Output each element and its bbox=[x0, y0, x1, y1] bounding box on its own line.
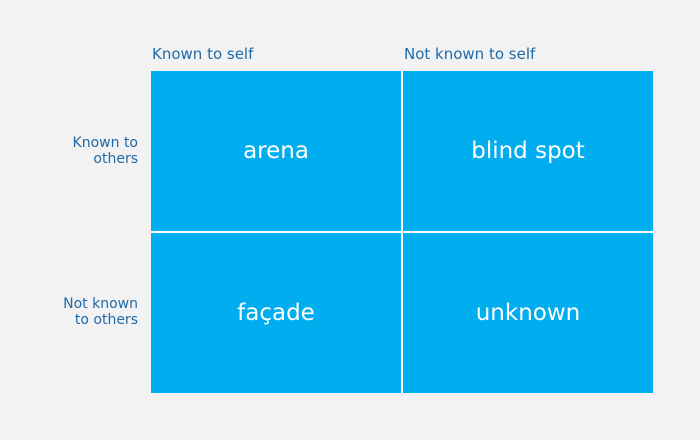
quadrant-label: unknown bbox=[475, 300, 581, 326]
quadrant-label: façade bbox=[237, 300, 315, 326]
quadrant-label: blind spot bbox=[471, 138, 585, 164]
quadrant-blind-spot: blind spot bbox=[403, 71, 653, 231]
row-header-line: to others bbox=[74, 312, 138, 328]
row-header-line: Not known bbox=[63, 296, 138, 312]
johari-window-grid: arena blind spot façade unknown bbox=[151, 71, 653, 393]
quadrant-arena: arena bbox=[151, 71, 401, 231]
row-header-known-to-others: Known to others bbox=[18, 135, 138, 167]
row-header-not-known-to-others: Not known to others bbox=[18, 296, 138, 328]
quadrant-unknown: unknown bbox=[403, 233, 653, 393]
row-header-line: Known to bbox=[72, 135, 138, 151]
column-header-not-known-to-self: Not known to self bbox=[404, 45, 536, 63]
row-header-line: others bbox=[93, 151, 138, 167]
quadrant-facade: façade bbox=[151, 233, 401, 393]
column-header-known-to-self: Known to self bbox=[152, 45, 254, 63]
quadrant-label: arena bbox=[243, 138, 309, 164]
